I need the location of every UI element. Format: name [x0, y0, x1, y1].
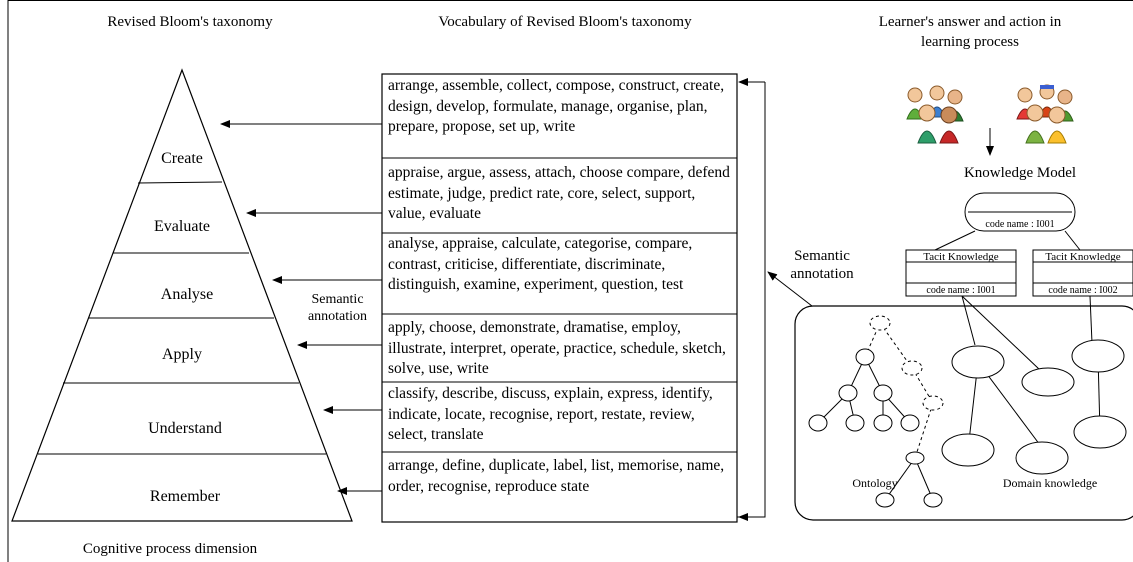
header-learner-line2: learning process — [921, 34, 1019, 50]
domain-knowledge-label: Domain knowledge — [1002, 476, 1098, 490]
pyramid-outline — [11, 68, 353, 522]
ontology-tree — [808, 315, 944, 508]
root-node — [964, 192, 1076, 232]
learner-group-icon — [1016, 84, 1074, 144]
tacit-left-code: code name : I001 — [926, 285, 995, 296]
domain-knowledge-graph — [941, 339, 1127, 475]
header-revised-bloom: Revised Bloom's taxonomy — [107, 14, 273, 30]
annotation-connector — [737, 82, 766, 518]
semantic-annotation-mid-line1: Semantic — [311, 292, 364, 307]
tacit-box-right — [1032, 249, 1133, 297]
knowledge-model-title: Knowledge Model — [963, 165, 1077, 181]
level-create: Create — [161, 150, 203, 167]
tacit-left-title: Tacit Knowledge — [923, 251, 998, 263]
vocabulary-table — [381, 73, 738, 523]
learner-group-icon — [906, 85, 964, 144]
root-code: code name : I001 — [985, 219, 1054, 230]
header-learner-line1: Learner's answer and action in — [878, 14, 1062, 30]
tacit-right-title: Tacit Knowledge — [1045, 251, 1120, 263]
ontology-label: Ontology — [852, 476, 898, 490]
tacit-box-left — [905, 249, 1017, 297]
ontology-domain-container — [794, 305, 1133, 521]
vocabulary-analyse: analyse, appraise, calculate, categorise… — [388, 235, 693, 293]
arrow-semantic-annotation — [767, 271, 813, 307]
vocabulary-remember: arrange, define, duplicate, label, list,… — [388, 457, 725, 495]
pyramid-divider — [137, 181, 223, 184]
semantic-annotation-right-line1: Semantic — [794, 248, 850, 264]
level-analyse: Analyse — [160, 286, 214, 303]
level-evaluate: Evaluate — [154, 218, 210, 235]
vocabulary-apply: apply, choose, demonstrate, dramatise, e… — [388, 319, 726, 377]
level-remember: Remember — [149, 488, 221, 505]
level-understand: Understand — [148, 420, 222, 437]
header-vocabulary: Vocabulary of Revised Bloom's taxonomy — [438, 14, 692, 30]
vocabulary-create: arrange, assemble, collect, compose, con… — [388, 77, 725, 135]
level-apply: Apply — [162, 346, 202, 363]
semantic-annotation-right-line2: annotation — [790, 266, 854, 282]
tacit-right-code: code name : I002 — [1048, 285, 1117, 296]
vocabulary-understand: classify, describe, discuss, explain, ex… — [388, 385, 713, 443]
semantic-annotation-mid-line2: annotation — [307, 309, 368, 324]
vocabulary-evaluate: appraise, argue, assess, attach, choose … — [388, 164, 730, 222]
pyramid-footer: Cognitive process dimension — [82, 541, 258, 557]
